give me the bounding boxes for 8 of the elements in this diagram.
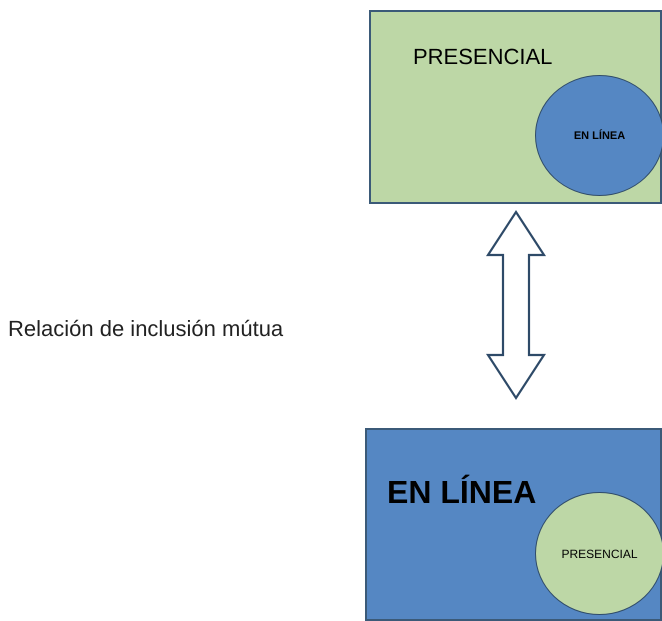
ellipse-label: EN LÍNEA <box>574 130 626 142</box>
ellipse-label: PRESENCIAL <box>561 546 638 560</box>
box-heading: EN LÍNEA <box>387 474 536 511</box>
box-heading: PRESENCIAL <box>413 44 552 70</box>
area-box <box>365 428 662 621</box>
relation-caption: Relación de inclusión mútua <box>8 316 284 342</box>
area-box <box>369 10 662 204</box>
double-block-arrow <box>486 210 546 400</box>
